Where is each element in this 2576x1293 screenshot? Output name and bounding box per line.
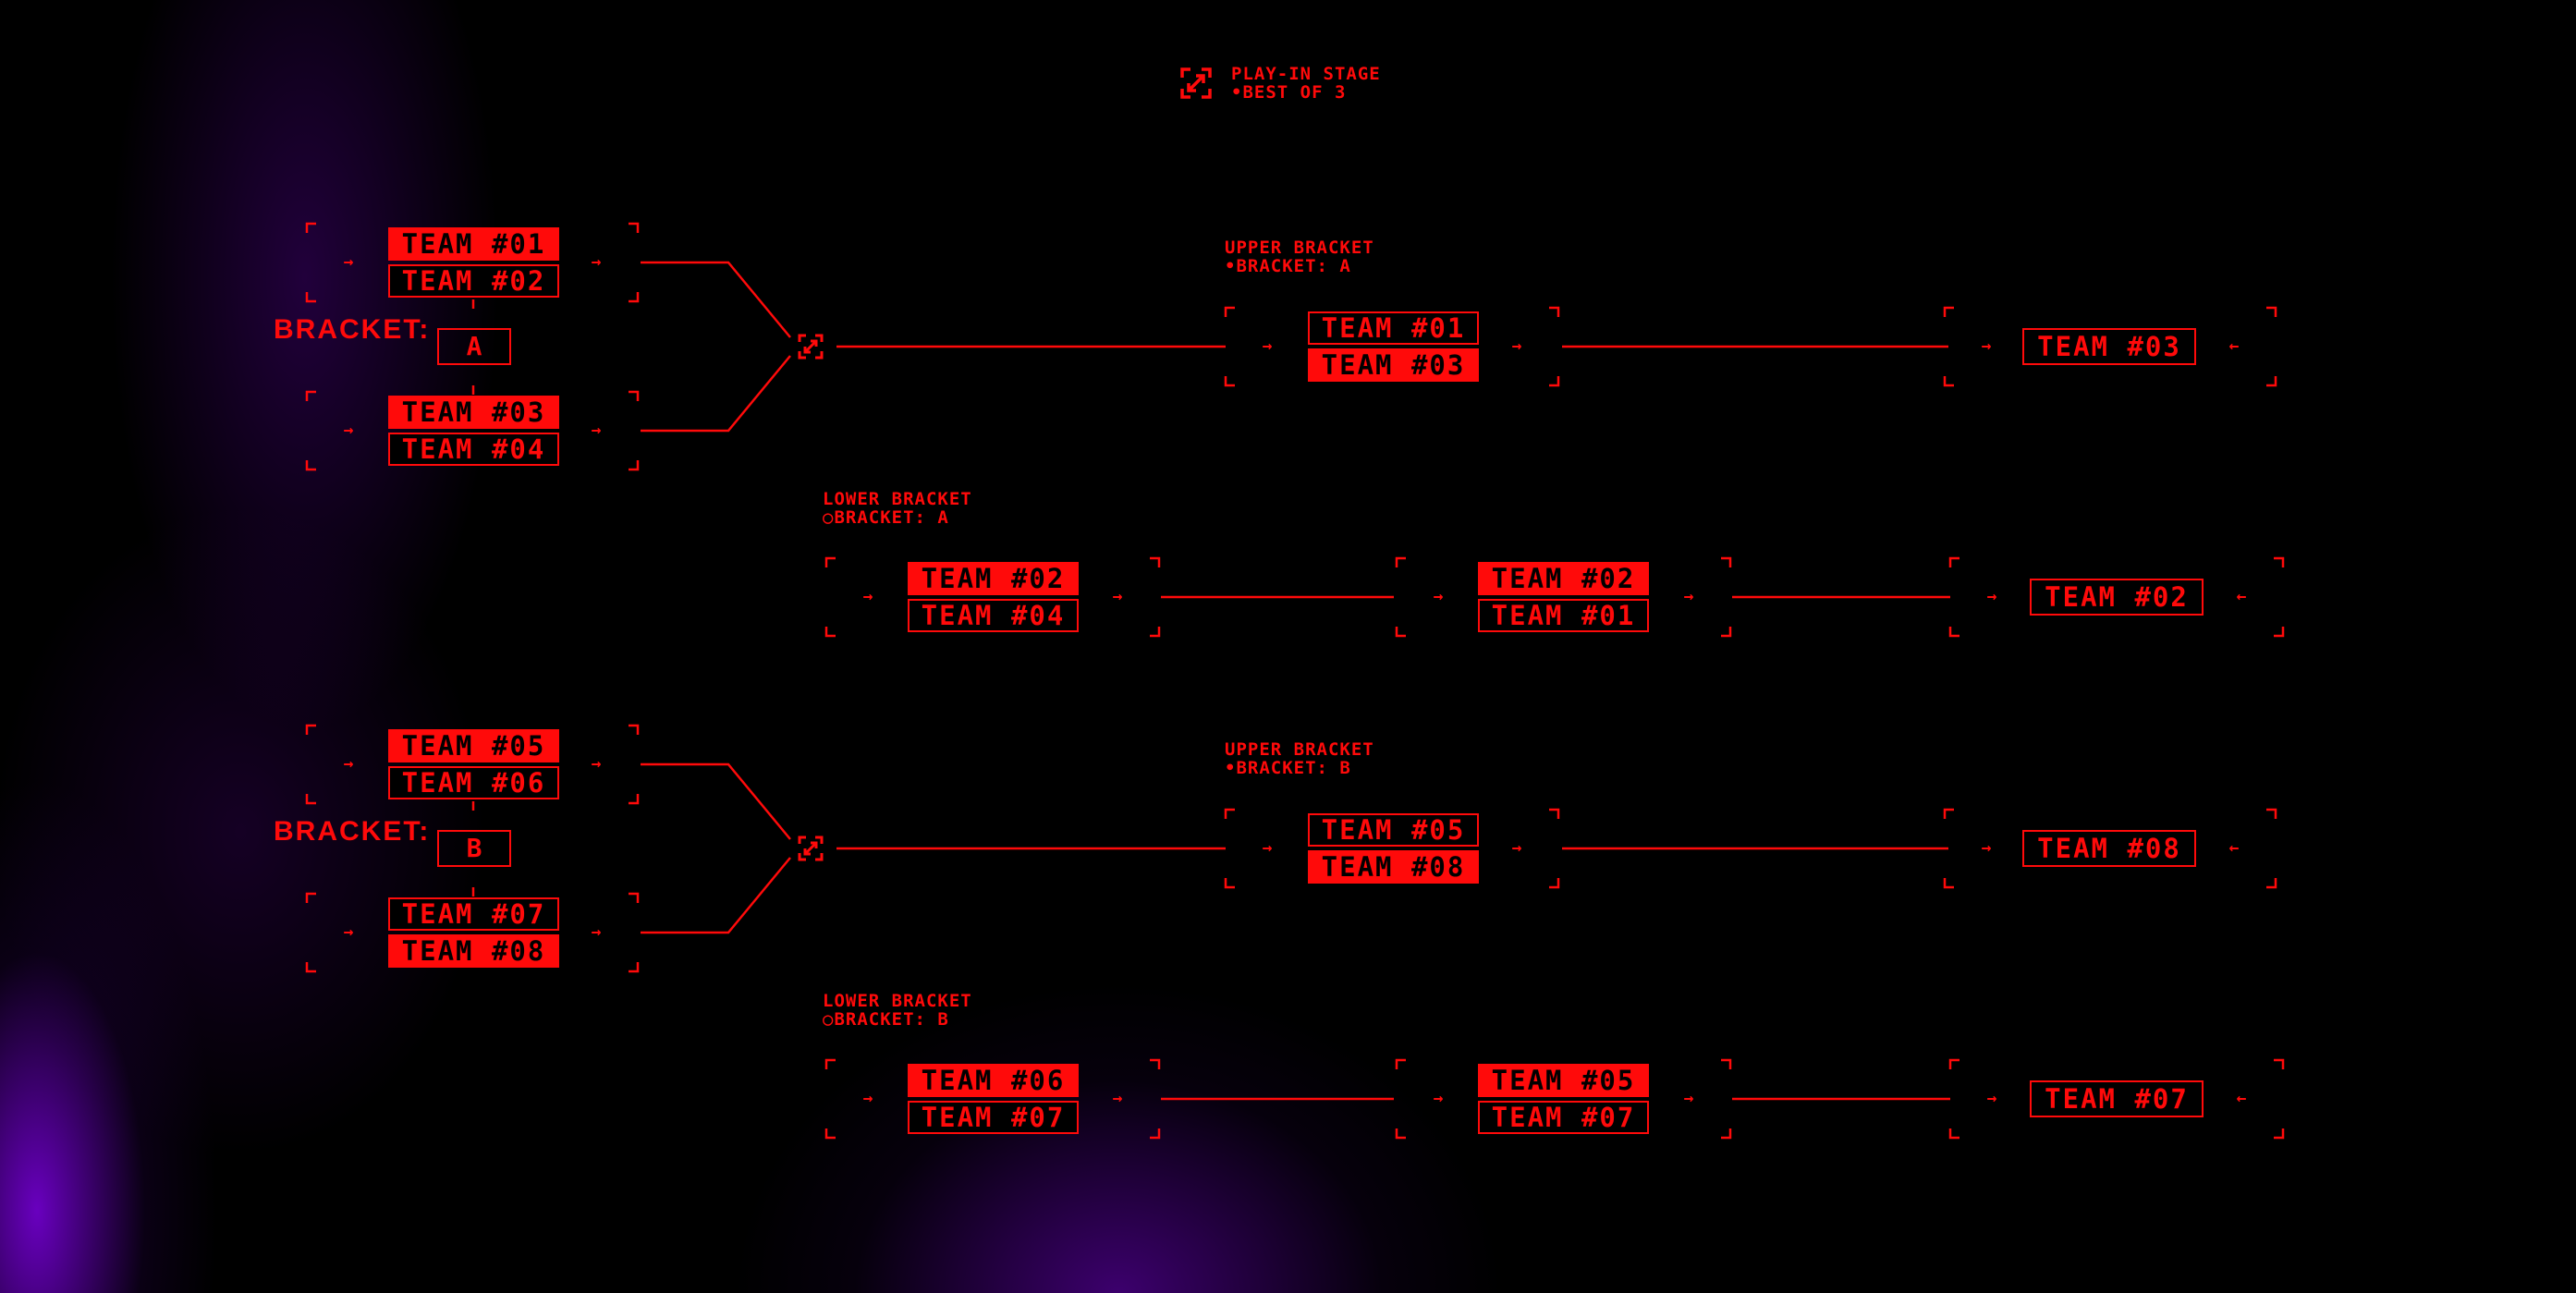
team-slot[interactable]: TEAM #03 — [388, 396, 559, 429]
lower-bracket-title: LOWER BRACKET — [823, 489, 972, 509]
match-frame — [305, 892, 640, 973]
arrow-right-icon: → — [1683, 1089, 1694, 1108]
team-slot[interactable]: TEAM #04 — [388, 433, 559, 466]
arrow-right-icon: → — [591, 252, 602, 272]
bracket-hub-icon — [798, 334, 824, 360]
stage-title: PLAY-IN STAGE — [1231, 64, 1381, 84]
match-frame — [1224, 306, 1560, 387]
team-slot[interactable]: TEAM #02 — [1478, 562, 1649, 595]
upper-bracket-title: UPPER BRACKET — [1225, 739, 1374, 760]
match-frame — [1224, 808, 1560, 889]
arrow-left-icon: ← — [2228, 336, 2240, 356]
arrow-right-icon: → — [1262, 336, 1273, 356]
team-slot[interactable]: TEAM #07 — [1478, 1101, 1649, 1134]
arrow-right-icon: → — [1112, 1089, 1123, 1108]
upper-bracket-title: UPPER BRACKET — [1225, 238, 1374, 258]
team-slot[interactable]: TEAM #04 — [908, 599, 1079, 632]
match-frame — [305, 222, 640, 303]
arrow-right-icon: → — [1986, 587, 1997, 606]
arrow-left-icon: ← — [2228, 838, 2240, 858]
arrow-right-icon: → — [1511, 838, 1522, 858]
arrow-right-icon: → — [862, 587, 873, 606]
result-frame — [1943, 808, 2277, 889]
team-slot[interactable]: TEAM #07 — [388, 897, 559, 931]
team-slot[interactable]: TEAM #03 — [1308, 348, 1479, 382]
result-frame — [1943, 306, 2277, 387]
match-frame — [305, 724, 640, 805]
team-slot[interactable]: TEAM #07 — [908, 1101, 1079, 1134]
team-slot[interactable]: TEAM #05 — [388, 729, 559, 762]
arrow-right-icon: → — [1511, 336, 1522, 356]
arrow-right-icon: → — [343, 754, 354, 774]
arrow-right-icon: → — [1433, 587, 1444, 606]
team-slot[interactable]: TEAM #08 — [388, 934, 559, 968]
team-slot[interactable]: TEAM #06 — [388, 766, 559, 799]
team-slot[interactable]: TEAM #02 — [908, 562, 1079, 595]
bracket-label: BRACKET: — [274, 816, 431, 847]
stage-expand-icon — [1180, 67, 1212, 99]
match-frame — [1395, 556, 1732, 638]
arrow-right-icon: → — [591, 421, 602, 440]
bracket-label: BRACKET: — [274, 314, 431, 345]
arrow-right-icon: → — [343, 421, 354, 440]
team-slot[interactable]: TEAM #05 — [1478, 1064, 1649, 1097]
connector-line — [641, 762, 791, 840]
arrow-right-icon: → — [1981, 838, 1992, 858]
arrow-right-icon: → — [1986, 1089, 1997, 1108]
result-slot[interactable]: TEAM #07 — [2030, 1080, 2204, 1117]
arrow-right-icon: → — [1112, 587, 1123, 606]
result-frame — [1948, 1058, 2285, 1140]
connector-line — [641, 857, 791, 934]
match-frame — [305, 390, 640, 471]
result-slot[interactable]: TEAM #08 — [2022, 830, 2196, 867]
arrow-right-icon: → — [1683, 587, 1694, 606]
result-slot[interactable]: TEAM #03 — [2022, 328, 2196, 365]
team-slot[interactable]: TEAM #05 — [1308, 813, 1479, 847]
lower-bracket-title: LOWER BRACKET — [823, 991, 972, 1011]
match-frame — [824, 1058, 1161, 1140]
result-frame — [1948, 556, 2285, 638]
match-frame — [1395, 1058, 1732, 1140]
arrow-right-icon: → — [591, 754, 602, 774]
team-slot[interactable]: TEAM #06 — [908, 1064, 1079, 1097]
team-slot[interactable]: TEAM #01 — [1478, 599, 1649, 632]
arrow-right-icon: → — [862, 1089, 873, 1108]
stage-format: •BEST OF 3 — [1231, 82, 1347, 103]
arrow-right-icon: → — [343, 922, 354, 942]
team-slot[interactable]: TEAM #02 — [388, 264, 559, 298]
arrow-left-icon: ← — [2236, 587, 2247, 606]
bracket-hub-icon — [798, 836, 824, 861]
result-slot[interactable]: TEAM #02 — [2030, 579, 2204, 616]
match-frame — [824, 556, 1161, 638]
upper-bracket-sub: •BRACKET: A — [1225, 256, 1351, 276]
team-slot[interactable]: TEAM #01 — [1308, 311, 1479, 345]
bracket-letter: A — [437, 328, 511, 365]
connector-line — [641, 355, 791, 433]
lower-bracket-sub: ○BRACKET: A — [823, 507, 949, 528]
arrow-right-icon: → — [1981, 336, 1992, 356]
arrow-left-icon: ← — [2236, 1089, 2247, 1108]
arrow-right-icon: → — [1433, 1089, 1444, 1108]
upper-bracket-sub: •BRACKET: B — [1225, 758, 1351, 778]
connector-line — [641, 261, 791, 338]
team-slot[interactable]: TEAM #01 — [388, 227, 559, 261]
arrow-right-icon: → — [591, 922, 602, 942]
bracket-letter: B — [437, 830, 511, 867]
team-slot[interactable]: TEAM #08 — [1308, 850, 1479, 884]
lower-bracket-sub: ○BRACKET: B — [823, 1009, 949, 1030]
arrow-right-icon: → — [1262, 838, 1273, 858]
arrow-right-icon: → — [343, 252, 354, 272]
